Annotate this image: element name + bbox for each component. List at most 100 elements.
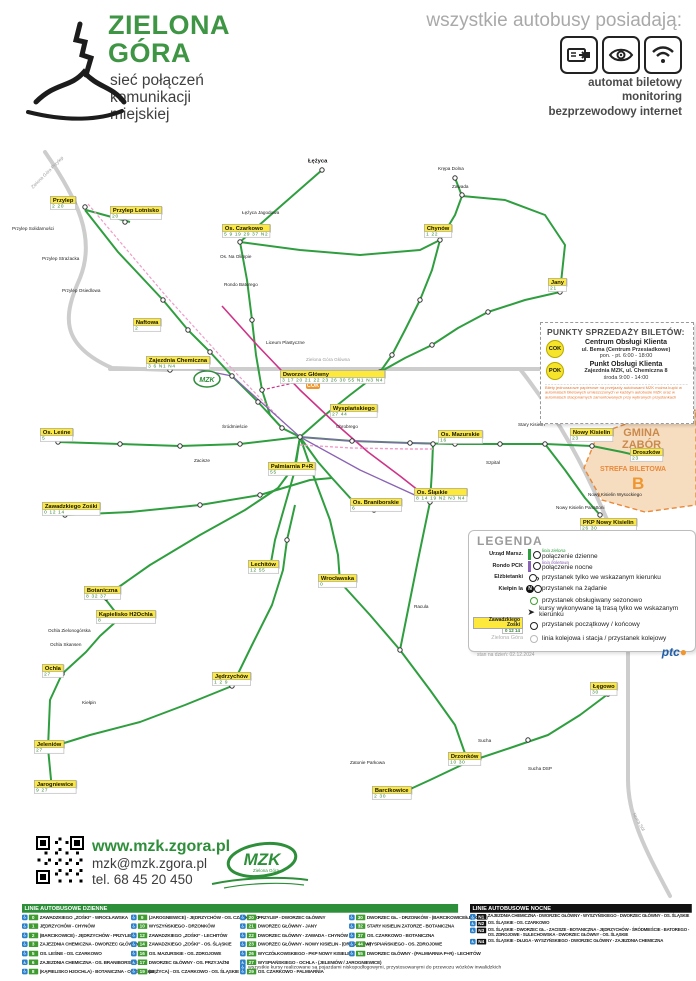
svg-text:COK: COK bbox=[307, 383, 319, 389]
low-floor-icon: ♿ bbox=[240, 964, 246, 970]
day-line-row: ♿9(JAROGNIEWICE) - JĘDRZYCHÓW - OS. CZAR… bbox=[131, 913, 260, 922]
line-number-badge: 30 bbox=[355, 914, 365, 921]
stop-circle-icon bbox=[532, 550, 541, 559]
low-floor-icon: ♿ bbox=[131, 959, 137, 966]
cok-address: ul. Bema (Centrum Przesiadkowe) bbox=[581, 346, 671, 353]
low-floor-icon: ♿ bbox=[131, 923, 137, 930]
pok-address: Zajezdnia MZK, ul. Chemiczna 8 bbox=[584, 368, 668, 375]
ticket-point-pok: POK Punkt Obsługi Klienta Zajezdnia MZK,… bbox=[546, 361, 688, 381]
pok-hours: środa 9:00 - 14:00 bbox=[603, 374, 649, 381]
day-line-row: ♿2(BARCIKOWICE) - JĘDRZYCHÓW - PRZYLEP bbox=[22, 931, 134, 940]
railway-lines bbox=[43, 150, 696, 898]
line-route: ZAJEZDNIA CHEMICZNA - OS. BRANIBORSKIE bbox=[39, 959, 138, 966]
line-number-badge: 23 bbox=[246, 941, 256, 948]
low-floor-icon: ♿ bbox=[470, 938, 476, 945]
low-floor-icon: ♿ bbox=[349, 923, 355, 930]
low-floor-icon: ♿ bbox=[240, 950, 246, 957]
line-route: (JAROGNIEWICE) - JĘDRZYCHÓW - OS. CZARKO… bbox=[148, 914, 260, 921]
line-number-badge: 16 bbox=[137, 950, 147, 957]
low-floor-icon: ♿ bbox=[131, 932, 137, 939]
low-floor-icon: ♿ bbox=[131, 950, 137, 957]
svg-text:MZK: MZK bbox=[244, 850, 283, 869]
day-routes bbox=[47, 169, 649, 797]
line-number-badge: 21 bbox=[246, 923, 256, 930]
line-number-badge: 8 bbox=[28, 968, 38, 975]
email-address: mzk@mzk.zgora.pl bbox=[92, 856, 207, 872]
low-floor-icon: ♿ bbox=[22, 932, 28, 939]
line-number-badge: 1 bbox=[28, 923, 38, 930]
line-route: OS. MAZURSKIE - OS. ZDROJOWE bbox=[148, 950, 222, 957]
rail-station-icon bbox=[530, 634, 538, 643]
night-lines-header: LINIE AUTOBUSOWE NOCNE bbox=[470, 904, 692, 913]
low-floor-icon: ♿ bbox=[240, 959, 246, 966]
legend-box: LEGENDA Urząd Marsz. linia zielona połąc… bbox=[468, 530, 696, 658]
one-way-arrow-icon: ➤ bbox=[527, 606, 535, 617]
legend-item-railway: Zielona Góra linia kolejowa i stacja / p… bbox=[469, 633, 695, 645]
terminus-sample-nums: 0 12 14 bbox=[501, 628, 523, 635]
low-floor-footnote: ♿ wszystkie kursy realizowane są pojazda… bbox=[240, 964, 670, 970]
pink-routes bbox=[87, 203, 433, 499]
legend-stop-name: Kiełpin Ia bbox=[498, 585, 523, 592]
line-route: OS. CZARKOWO - BOTANICZNA bbox=[366, 932, 435, 939]
line-route: (BARCIKOWICE) - JĘDRZYCHÓW - PRZYLEP bbox=[39, 932, 134, 939]
line-number-badge: 29 bbox=[246, 968, 256, 975]
legend-label: przystanek obsługiwany sezonowo bbox=[542, 596, 643, 604]
legend-stop-name: Zielona Góra bbox=[491, 635, 523, 641]
legend-item-seasonal: przystanek obsługiwany sezonowo bbox=[469, 595, 695, 607]
terminus-sample-box: Zawadzkiego Zośki bbox=[473, 616, 523, 629]
legend-label: połączenie nocne bbox=[542, 564, 593, 572]
feature-label: bezprzewodowy internet bbox=[548, 105, 682, 118]
ptc-logo: ptc● bbox=[661, 644, 687, 659]
feature-label: automat biletowy bbox=[588, 77, 682, 89]
low-floor-icon: ♿ bbox=[240, 968, 246, 975]
line-number-badge: 55 bbox=[355, 950, 365, 957]
line-route: JĘDRZYCHÓW - CHYNÓW bbox=[39, 923, 95, 930]
day-lines-column: ♿9(JAROGNIEWICE) - JĘDRZYCHÓW - OS. CZAR… bbox=[131, 913, 260, 976]
zone-letter: B bbox=[632, 474, 645, 493]
legend-label: linia kolejowa i stacja / przystanek kol… bbox=[542, 634, 667, 642]
legend-label: połączenie dzienne bbox=[542, 552, 598, 560]
night-line-number-badge: N1 bbox=[476, 913, 486, 920]
stop-circle-icon bbox=[532, 562, 541, 571]
line-number-badge: 22 bbox=[246, 932, 256, 939]
line-number-badge: 6 bbox=[28, 959, 38, 966]
line-route: (ŁĘŻYCA) - OS. CZARKOWO - OS. ŚLĄSKIE bbox=[148, 968, 239, 975]
low-floor-icon: ♿ bbox=[131, 968, 137, 975]
low-floor-icon: ♿ bbox=[240, 932, 246, 939]
line-route: ZAWADZKIEGO „ZOŚKI” - LECHITÓW bbox=[148, 932, 228, 939]
stop-circle-icon bbox=[534, 585, 542, 594]
low-floor-icon: ♿ bbox=[470, 927, 476, 934]
low-floor-icon: ♿ bbox=[131, 941, 137, 948]
qr-code bbox=[36, 836, 84, 884]
line-route: DWORZEC GŁÓWNY - (PALMIARNIA P+R) - LECH… bbox=[366, 950, 481, 957]
svg-text:MZK: MZK bbox=[199, 377, 215, 384]
legend-item-terminus: Zawadzkiego Zośki 0 12 14 przystanek poc… bbox=[469, 616, 695, 635]
line-number-badge: 3 bbox=[28, 941, 38, 948]
city-title: ZIELONA GÓRA bbox=[108, 10, 230, 68]
legend-stop-name: Urząd Marsz. bbox=[489, 551, 523, 557]
poster-subtitle: sieć połączeń komunikacji miejskiej bbox=[110, 72, 204, 124]
seasonal-stop-icon bbox=[530, 596, 538, 605]
pok-name: Punkt Obsługi Klienta bbox=[589, 360, 663, 368]
line-number-badge: 44 bbox=[355, 941, 365, 948]
low-floor-icon: ♿ bbox=[22, 914, 28, 921]
line-route: DWORZEC GŁÓWNY - NOWY KISIELIN - (DROSZK… bbox=[257, 941, 371, 948]
legend-title: LEGENDA bbox=[477, 534, 543, 548]
legend-item-on-demand: Kiełpin Ia N przystanek na żądanie bbox=[469, 584, 695, 596]
